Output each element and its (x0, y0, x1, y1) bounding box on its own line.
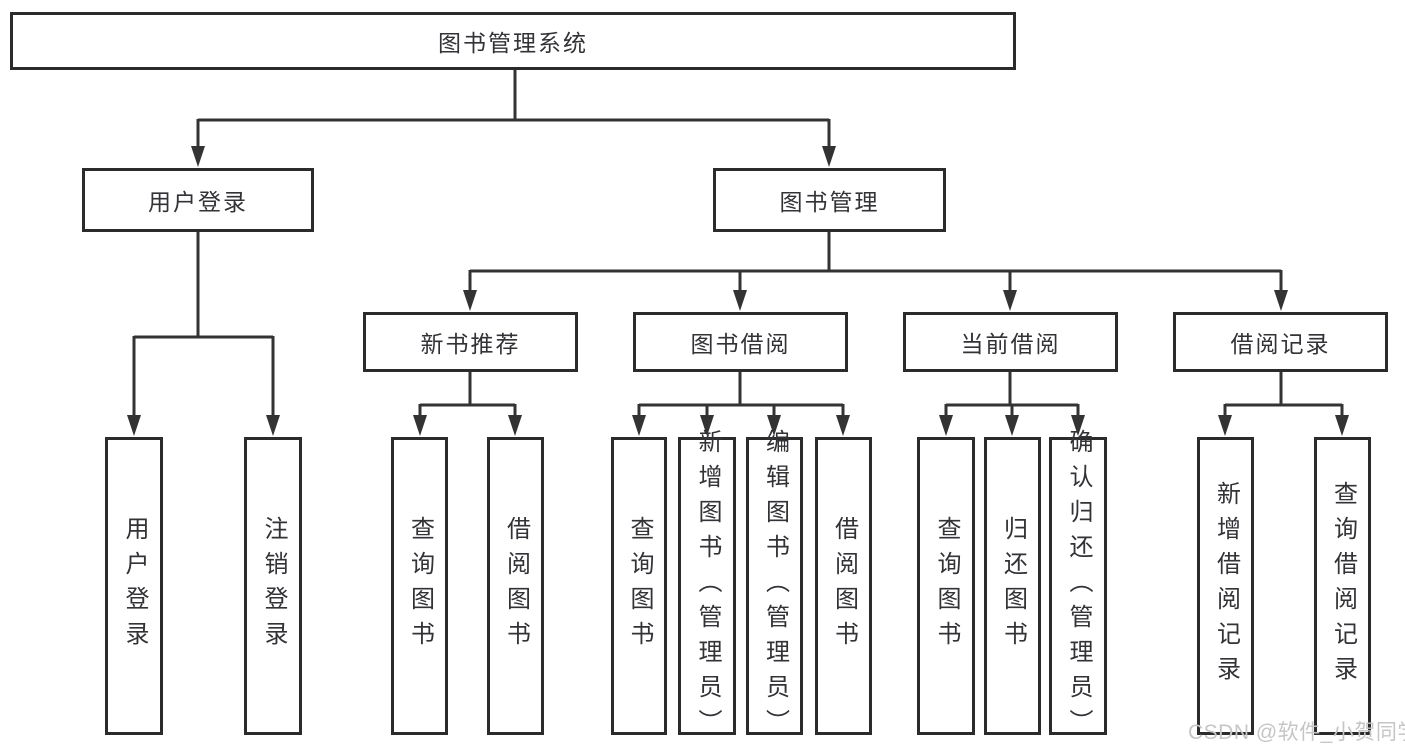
node-new-book-recommend: 新书推荐 (363, 312, 578, 372)
leaf-borrow-books-1-label: 借阅图书 (502, 516, 530, 656)
node-borrow-record: 借阅记录 (1173, 312, 1388, 372)
csdn-watermark: CSDN @软件_小贺同学 (1188, 721, 1405, 744)
leaf-confirm-return-admin: 确认归还（管理员） (1049, 429, 1107, 744)
node-book-borrow-label: 图书借阅 (690, 331, 791, 357)
leaf-return-book-label: 归还图书 (999, 516, 1027, 656)
node-user-login-branch: 用户登录 (82, 168, 314, 232)
leaf-query-books-1-label: 查询图书 (406, 516, 434, 656)
leaf-add-borrow-record-label: 新增借阅记录 (1212, 481, 1240, 691)
node-root: 图书管理系统 (10, 12, 1016, 70)
leaf-borrow-books-2-label: 借阅图书 (830, 516, 858, 656)
leaf-query-books-1: 查询图书 (391, 437, 448, 735)
leaf-query-books-3-label: 查询图书 (933, 516, 960, 656)
node-new-book-recommend-label: 新书推荐 (420, 331, 521, 357)
leaf-add-book-admin-label: 新增图书（管理员） (694, 428, 721, 744)
leaf-confirm-return-admin-label: 确认归还（管理员） (1065, 428, 1092, 744)
leaf-query-books-3: 查询图书 (917, 437, 975, 735)
leaf-add-book-admin: 新增图书（管理员） (678, 429, 736, 744)
leaf-borrow-books-1: 借阅图书 (487, 437, 544, 735)
leaf-user-login-label: 用户登录 (121, 516, 148, 656)
leaf-query-books-2: 查询图书 (611, 437, 667, 735)
leaf-edit-book-admin: 编辑图书（管理员） (746, 429, 803, 744)
node-book-management-branch: 图书管理 (713, 168, 946, 232)
node-book-borrow: 图书借阅 (633, 312, 848, 372)
leaf-user-login: 用户登录 (105, 437, 163, 735)
leaf-logout-label: 注销登录 (260, 516, 287, 656)
node-current-borrow-label: 当前借阅 (960, 331, 1061, 357)
leaf-query-borrow-record: 查询借阅记录 (1314, 437, 1371, 735)
leaf-query-borrow-record-label: 查询借阅记录 (1329, 481, 1357, 691)
leaf-logout: 注销登录 (244, 437, 302, 735)
arrowheads (127, 146, 1349, 436)
node-user-login-branch-label: 用户登录 (148, 189, 248, 215)
node-root-label: 图书管理系统 (438, 30, 588, 56)
leaf-add-borrow-record: 新增借阅记录 (1197, 437, 1254, 735)
leaf-edit-book-admin-label: 编辑图书（管理员） (761, 428, 789, 744)
node-borrow-record-label: 借阅记录 (1230, 331, 1331, 357)
leaf-return-book: 归还图书 (984, 437, 1041, 735)
leaf-borrow-books-2: 借阅图书 (815, 437, 872, 735)
node-book-management-branch-label: 图书管理 (779, 189, 880, 215)
node-current-borrow: 当前借阅 (903, 312, 1118, 372)
leaf-query-books-2-label: 查询图书 (626, 516, 653, 656)
